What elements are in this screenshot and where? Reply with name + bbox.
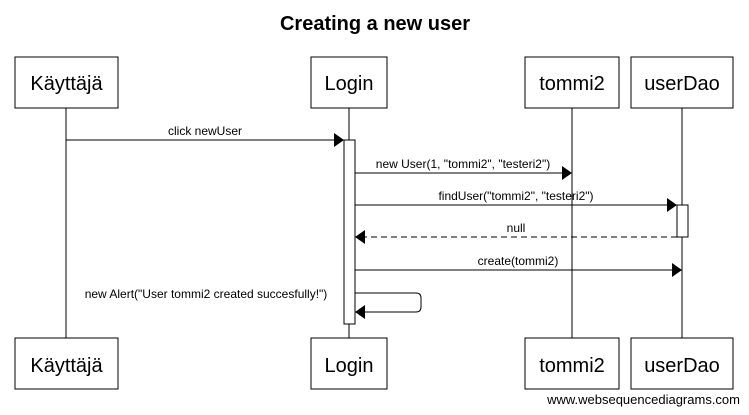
message-new-user: new User(1, "tommi2", "testeri2") <box>355 157 572 180</box>
message-new-alert-self: new Alert("User tommi2 created succesful… <box>85 287 422 319</box>
message-label: new User(1, "tommi2", "testeri2") <box>376 157 550 171</box>
participant-label: userDao <box>644 73 720 95</box>
participant-top-kayttaja: Käyttäjä <box>14 56 119 109</box>
watermark-link[interactable]: www.websequencediagrams.com <box>546 392 740 407</box>
diagram-title: Creating a new user <box>280 13 470 35</box>
message-label: click newUser <box>168 124 242 138</box>
message-create: create(tommi2) <box>355 254 682 277</box>
activation-login <box>343 139 356 325</box>
participant-label: userDao <box>644 355 720 377</box>
message-null-return: null <box>355 221 677 244</box>
message-label: null <box>507 221 526 235</box>
participant-label: tommi2 <box>539 73 605 95</box>
participant-bottom-tommi2: tommi2 <box>524 337 620 390</box>
participant-top-userdao: userDao <box>630 56 734 109</box>
participant-top-login: Login <box>310 56 388 109</box>
message-click-newuser: click newUser <box>66 124 344 147</box>
participant-bottom-userdao: userDao <box>630 337 734 390</box>
participant-top-tommi2: tommi2 <box>524 56 620 109</box>
message-find-user: findUser("tommi2", "testeri2") <box>355 189 677 212</box>
participant-label: Login <box>325 355 374 377</box>
message-label: findUser("tommi2", "testeri2") <box>438 189 593 203</box>
participant-label: tommi2 <box>539 355 605 377</box>
message-label: create(tommi2) <box>478 254 559 268</box>
participant-label: Login <box>325 73 374 95</box>
activation-userdao <box>676 204 689 238</box>
participant-label: Käyttäjä <box>30 73 103 95</box>
message-label: new Alert("User tommi2 created succesful… <box>85 287 328 301</box>
participant-label: Käyttäjä <box>30 355 103 377</box>
participant-bottom-kayttaja: Käyttäjä <box>14 337 119 390</box>
participant-bottom-login: Login <box>310 337 388 390</box>
